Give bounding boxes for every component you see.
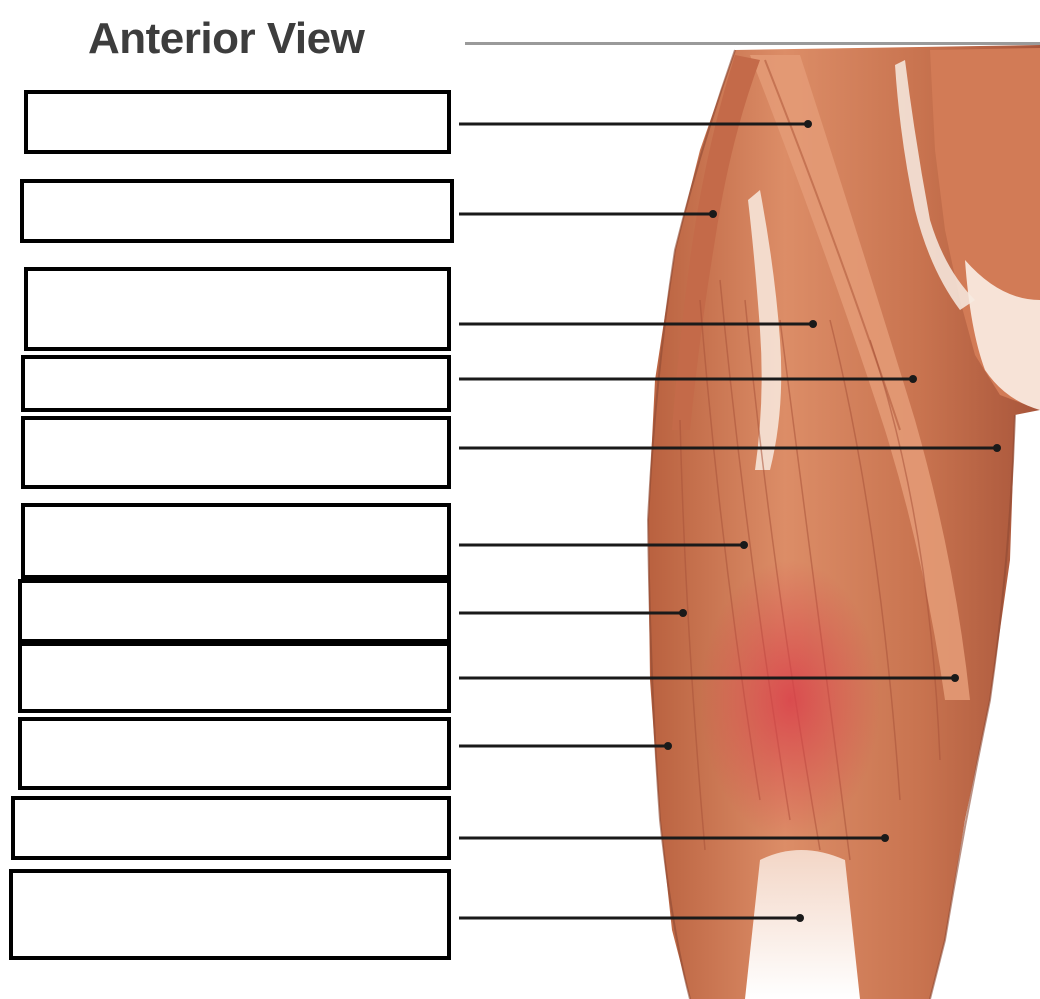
label-box-7[interactable] [18,579,451,643]
label-box-5[interactable] [21,416,451,489]
leader-dot-3 [809,320,817,328]
label-box-9[interactable] [18,717,451,790]
leader-dot-2 [709,210,717,218]
label-box-4[interactable] [21,355,451,412]
label-box-6[interactable] [21,503,451,579]
leader-dot-9 [664,742,672,750]
leader-dot-11 [796,914,804,922]
leader-dot-1 [804,120,812,128]
leader-dot-4 [909,375,917,383]
leader-dot-8 [951,674,959,682]
label-box-8[interactable] [18,642,451,713]
muscle-belly-highlight [700,560,880,840]
leader-dot-5 [993,444,1001,452]
label-box-2[interactable] [20,179,454,243]
leader-dot-7 [679,609,687,617]
patellar-tendon [745,850,860,999]
label-box-1[interactable] [24,90,451,154]
diagram-title: Anterior View [88,14,364,64]
label-box-10[interactable] [11,796,451,860]
leader-dot-10 [881,834,889,842]
label-box-3[interactable] [24,267,451,351]
leader-dot-6 [740,541,748,549]
label-box-11[interactable] [9,869,451,960]
title-rule [465,42,1040,45]
